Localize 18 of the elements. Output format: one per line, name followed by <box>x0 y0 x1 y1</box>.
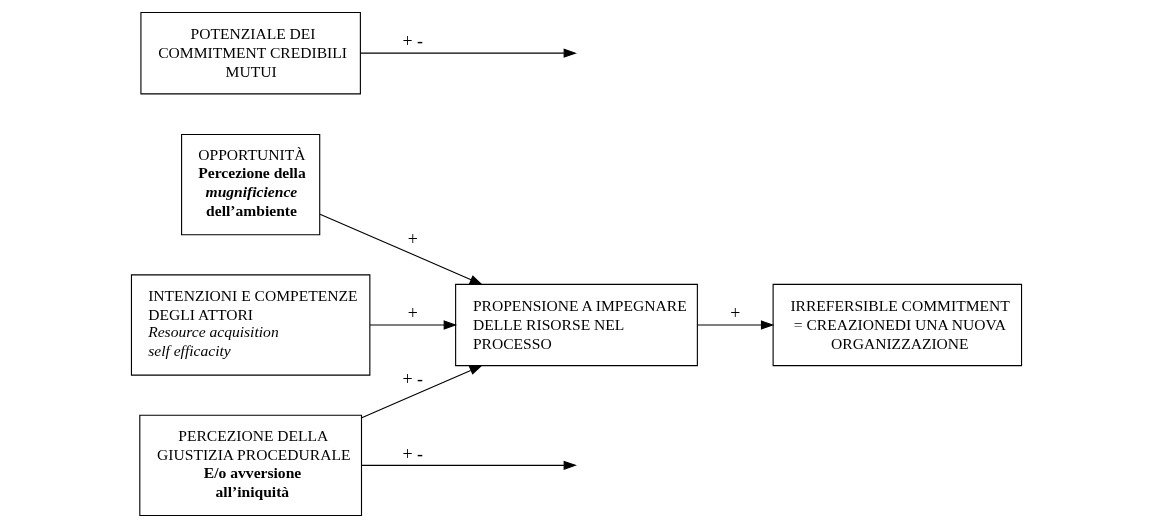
node-box: OPPORTUNITÀ Percezione della mugnificience dell’ambiente <box>181 133 321 236</box>
arrow <box>361 365 483 419</box>
edge-label: + <box>407 228 418 249</box>
arrow <box>369 320 457 330</box>
node-box: IRREFERSIBLE COMMITMENT = CREAZIONEDI UNA NUOVA ORGANIZZAZIONE <box>772 283 1023 367</box>
edge-label: + - <box>402 368 423 389</box>
node-box: POTENZIALE DEI COMMITMENT CREDIBILI MUTUI <box>140 11 361 95</box>
arrow <box>361 460 577 471</box>
edge-label: + <box>407 303 418 324</box>
node-box: INTENZIONI E COMPETENZE DEGLI ATTORI Resource acquisition self efficacity <box>130 274 371 376</box>
node-box: PERCEZIONE DELLA GIUSTIZIA PROCEDURALE E/o avversione all’iniquità <box>139 414 363 517</box>
edge-label: + - <box>402 443 423 464</box>
arrow <box>697 320 775 330</box>
edge-label: + <box>730 303 741 324</box>
edge-label: + - <box>402 31 423 52</box>
node-box: PROPENSIONE A IMPEGNARE DELLE RISORSE NEL PROCESSO <box>455 283 698 367</box>
arrow <box>359 48 577 58</box>
arrow <box>319 213 483 285</box>
